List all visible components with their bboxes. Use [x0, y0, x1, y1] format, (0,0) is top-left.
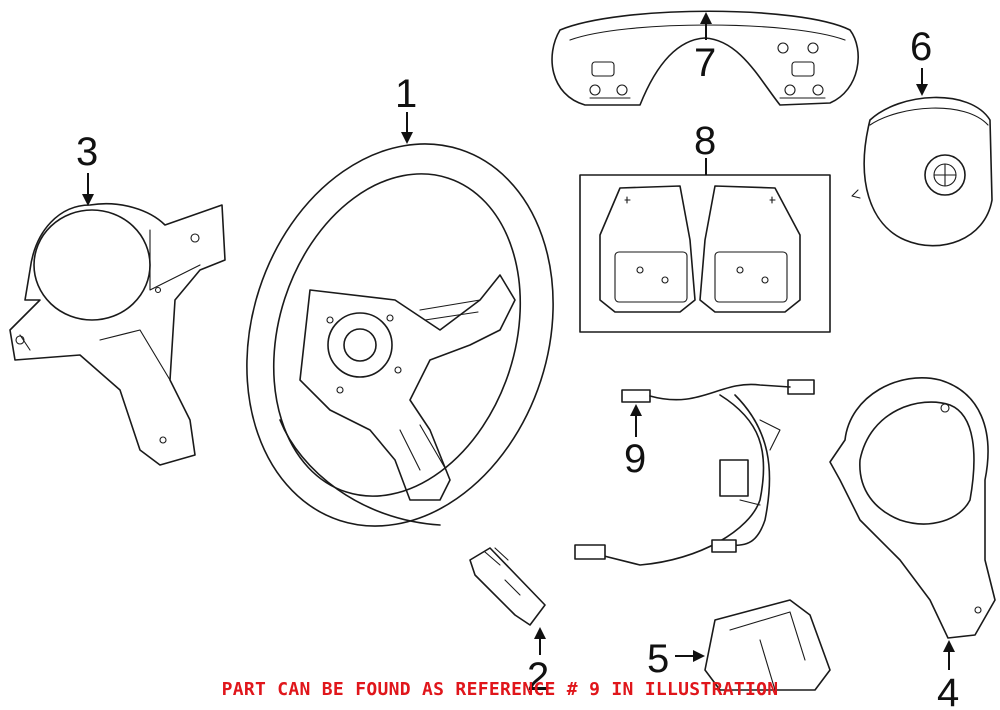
part-4-lower-trim-cover	[829, 377, 996, 639]
reference-caption: PART CAN BE FOUND AS REFERENCE # 9 IN IL…	[221, 679, 779, 700]
callout-1: 1	[395, 72, 417, 116]
callout-9: 9	[624, 437, 646, 481]
part-5-cover-bracket	[704, 599, 831, 691]
part-3-trim-cover	[9, 202, 226, 466]
callout-2: 2	[527, 655, 549, 699]
callout-4: 4	[937, 671, 959, 710]
callout-7: 7	[694, 41, 716, 85]
callout-8: 8	[694, 119, 716, 163]
callout-arrows	[82, 12, 955, 670]
part-9-wiring-harness	[574, 379, 815, 566]
part-6-airbag-module	[851, 96, 993, 247]
part-2-connector	[469, 547, 546, 626]
callout-3: 3	[76, 130, 98, 174]
callout-5: 5	[647, 637, 669, 681]
callout-6: 6	[910, 25, 932, 69]
part-1-steering-wheel	[246, 143, 554, 527]
part-8-shift-paddles	[579, 174, 831, 333]
part-7-multifunction-switch	[551, 10, 859, 106]
